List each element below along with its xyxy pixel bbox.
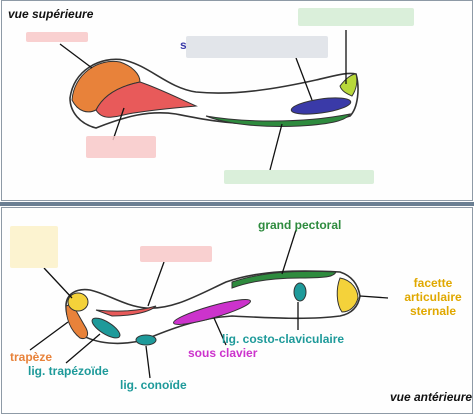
label-costo-claviculaire: lig. costo-claviculaire bbox=[222, 332, 345, 346]
hidden-label-trapeze-top bbox=[26, 32, 88, 42]
label-trapezoide: lig. trapézoïde bbox=[28, 364, 109, 378]
clavicle-front-view bbox=[29, 229, 389, 379]
acromial-facet-front bbox=[67, 292, 89, 312]
sternal-tip-top bbox=[339, 73, 358, 97]
pectoral-insertion-front bbox=[231, 270, 337, 289]
hidden-label-sternal-top bbox=[298, 8, 414, 26]
trapezoid-ligament-area-front bbox=[91, 317, 121, 339]
deltoid-insertion-front bbox=[95, 305, 157, 317]
hidden-label-costo-top bbox=[186, 36, 328, 58]
label-facette-line2: articulaire bbox=[404, 290, 462, 304]
label-trapeze: trapèze bbox=[10, 350, 53, 364]
costo-clavicular-area-top bbox=[290, 97, 352, 115]
hidden-label-deltoid-top bbox=[86, 136, 156, 158]
hidden-label-pectoral-top bbox=[224, 170, 374, 184]
bottom-view-title: vue antérieure bbox=[390, 390, 473, 404]
label-conoide: lig. conoïde bbox=[120, 378, 187, 392]
hidden-label-deltoid-front bbox=[140, 246, 212, 262]
hidden-label-acromial-front bbox=[10, 226, 58, 268]
partial-label-s: s bbox=[180, 38, 187, 52]
label-facette-line3: sternale bbox=[409, 304, 457, 318]
sternal-facet-front bbox=[336, 277, 359, 313]
top-view-title: vue supérieure bbox=[8, 7, 94, 21]
label-sous-clavier: sous clavier bbox=[188, 346, 258, 360]
clavicle-top-view bbox=[59, 30, 359, 171]
deltoid-insertion-top bbox=[95, 81, 198, 118]
trapeze-insertion-front bbox=[65, 303, 89, 339]
conoid-ligament-area-front bbox=[135, 334, 157, 346]
label-facette-line1: facette bbox=[413, 276, 453, 290]
costo-clavicular-area-front bbox=[293, 282, 307, 302]
label-grand-pectoral: grand pectoral bbox=[258, 218, 342, 232]
pectoral-insertion-top bbox=[205, 113, 352, 127]
subclavius-groove-front bbox=[173, 299, 251, 325]
panel-divider bbox=[0, 202, 474, 206]
